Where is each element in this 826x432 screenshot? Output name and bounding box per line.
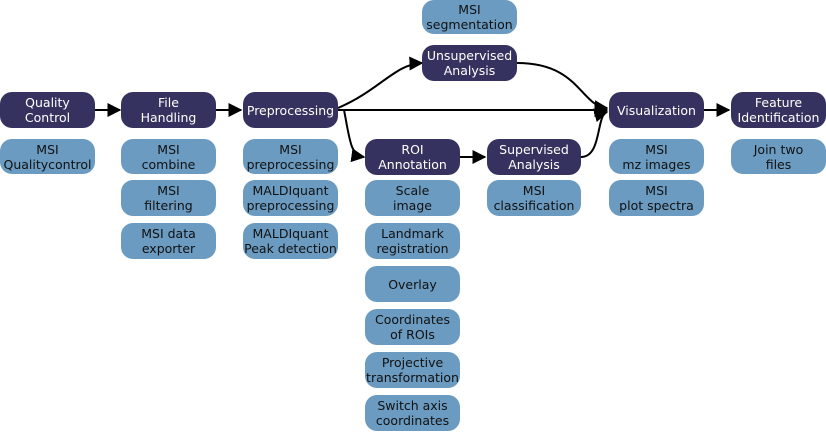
node-maldiquant-peak-detection: MALDIquant Peak detection <box>243 223 338 259</box>
node-msi-qualitycontrol: MSI Qualitycontrol <box>0 139 95 174</box>
node-msi-segmentation: MSI segmentation <box>422 0 517 34</box>
node-msi-data-exporter: MSI data exporter <box>121 223 216 259</box>
node-projective-transformation: Projective transformation <box>365 352 460 388</box>
node-coordinates-of-rois: Coordinates of ROIs <box>365 309 460 345</box>
node-unsupervised-analysis: Unsupervised Analysis <box>422 45 517 81</box>
node-msi-mz-images: MSI mz images <box>609 139 704 174</box>
node-supervised-analysis: Supervised Analysis <box>487 139 581 175</box>
node-landmark-registration: Landmark registration <box>365 223 460 259</box>
node-scale-image: Scale image <box>365 180 460 216</box>
arrow-preprocessing-to-roi <box>343 109 366 163</box>
node-join-two-files: Join two files <box>731 139 826 174</box>
node-switch-axis-coordinates: Switch axis coordinates <box>365 395 460 431</box>
node-visualization: Visualization <box>609 92 704 128</box>
node-feature-identification: Feature Identification <box>731 92 826 128</box>
arrow-supervised-to-visualization <box>580 108 609 158</box>
node-msi-classification: MSI classification <box>487 180 581 216</box>
node-msi-combine: MSI combine <box>121 139 216 174</box>
arrow-unsupervised-to-visualization <box>516 62 609 115</box>
node-file-handling: File Handling <box>121 92 216 128</box>
node-msi-filtering: MSI filtering <box>121 180 216 216</box>
node-msi-plot-spectra: MSI plot spectra <box>609 180 704 216</box>
arrow-preprocessing-to-unsupervised <box>337 56 424 109</box>
node-maldiquant-preprocessing: MALDIquant preprocessing <box>243 180 338 216</box>
node-quality-control: Quality Control <box>0 92 95 128</box>
node-msi-preprocessing: MSI preprocessing <box>243 139 338 174</box>
node-overlay: Overlay <box>365 266 460 302</box>
node-roi-annotation: ROI Annotation <box>365 139 460 175</box>
node-preprocessing: Preprocessing <box>243 92 338 128</box>
